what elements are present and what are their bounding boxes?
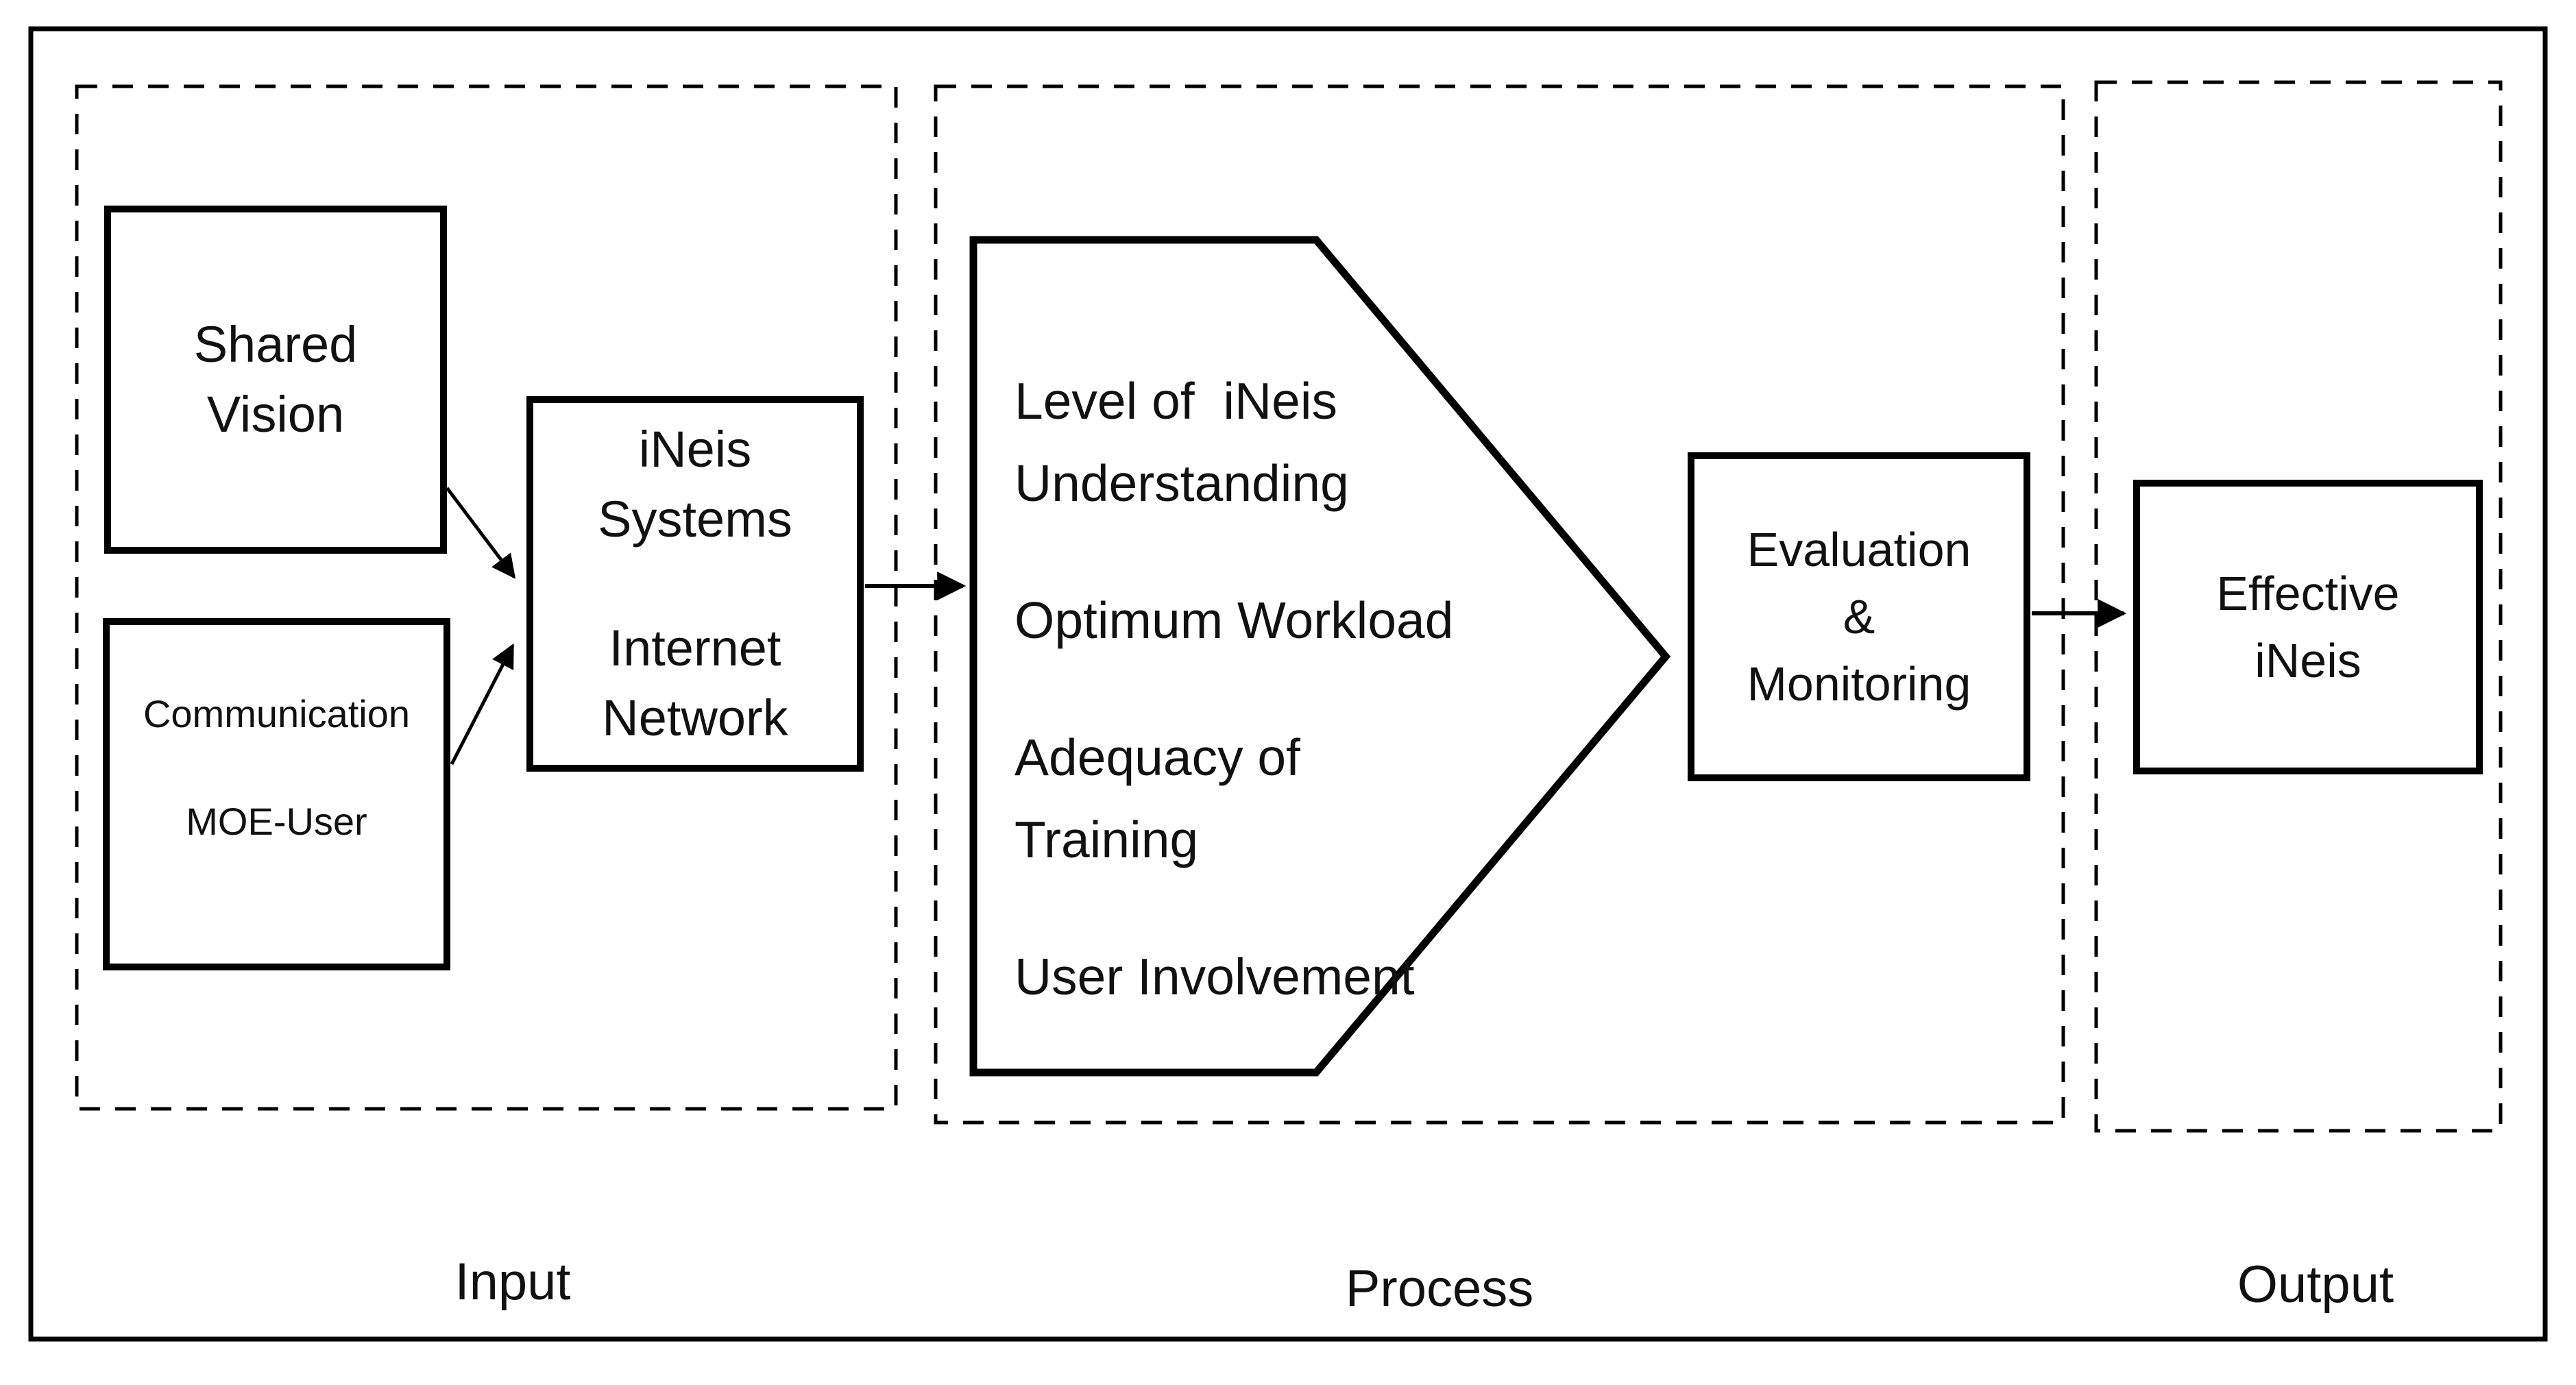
evaluation-monitoring-box: Evaluation & Monitoring bbox=[1688, 452, 2030, 781]
evaluation-label-line1: Evaluation bbox=[1747, 523, 1971, 576]
effective-ineis-label-line1: Effective bbox=[2216, 567, 2400, 620]
ineis-systems-box: iNeis Systems Internet Network bbox=[526, 396, 864, 772]
shared-vision-label-line2: Vision bbox=[206, 386, 345, 443]
process-factors-pentagon bbox=[969, 236, 1671, 1077]
evaluation-label-line3: Monitoring bbox=[1747, 657, 1971, 711]
ineis-systems-label-line2: Systems bbox=[598, 491, 792, 548]
process-factor-involvement: User Involvement bbox=[1014, 948, 1415, 1005]
output-section-boundary bbox=[2094, 80, 2503, 1133]
process-factor-gap2 bbox=[1014, 661, 1659, 716]
shared-vision-box: Shared Vision bbox=[104, 206, 447, 554]
process-factor-workload: Optimum Workload bbox=[1014, 591, 1454, 649]
outer-frame bbox=[28, 26, 2548, 1342]
communication-label-line2: MOE-User bbox=[186, 800, 367, 843]
process-factor-level-line1: Level of iNeis bbox=[1014, 372, 1338, 430]
communication-box: Communication MOE-User bbox=[103, 618, 450, 970]
process-factor-training-line2: Training bbox=[1014, 811, 1199, 868]
process-factors-list: Level of iNeis Understanding Optimum Wor… bbox=[1014, 360, 1659, 1018]
effective-ineis-box: Effective iNeis bbox=[2133, 480, 2483, 774]
input-section-boundary bbox=[75, 84, 898, 1111]
shared-vision-label-line1: Shared bbox=[193, 316, 358, 373]
process-factor-level-line2: Understanding bbox=[1014, 454, 1349, 512]
process-factor-gap3 bbox=[1014, 881, 1659, 935]
communication-to-ineis-arrow bbox=[450, 643, 515, 765]
shared-vision-to-ineis-arrow bbox=[446, 487, 516, 579]
ineis-systems-label-line3: Internet bbox=[609, 620, 781, 676]
ineis-systems-label-line1: iNeis bbox=[638, 421, 752, 478]
evaluation-label-line2: & bbox=[1843, 590, 1875, 644]
process-section-label: Process bbox=[1345, 1260, 1534, 1318]
process-factor-training-line1: Adequacy of bbox=[1014, 728, 1300, 786]
effective-ineis-label-line2: iNeis bbox=[2255, 634, 2361, 687]
input-section-label: Input bbox=[454, 1253, 571, 1311]
output-section-label: Output bbox=[2237, 1255, 2394, 1314]
communication-label-line1: Communication bbox=[143, 692, 411, 735]
ineis-systems-label-line4: Network bbox=[602, 689, 788, 746]
process-factor-gap1 bbox=[1014, 524, 1659, 579]
process-section-boundary bbox=[934, 84, 2065, 1125]
